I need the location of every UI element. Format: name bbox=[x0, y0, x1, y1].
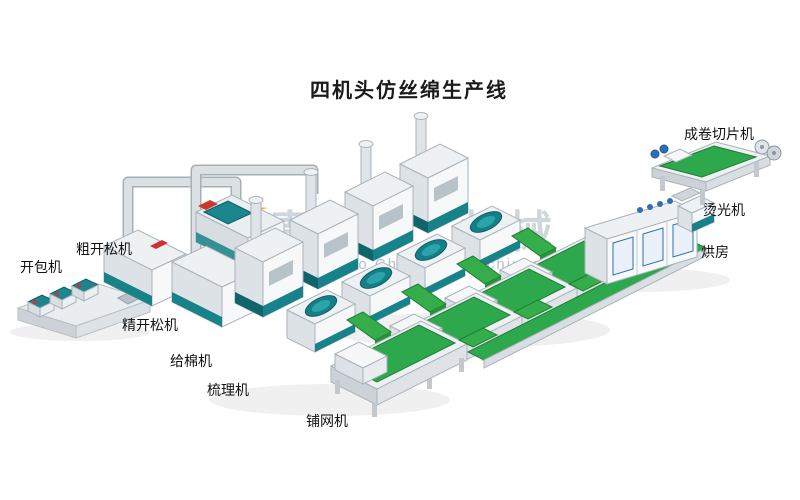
label-drying-oven: 烘房 bbox=[701, 244, 729, 260]
coarse-opener-machine bbox=[102, 229, 188, 307]
label-fine-opener: 精开松机 bbox=[122, 317, 178, 333]
label-roll-slitting-machine: 成卷切片机 bbox=[684, 126, 754, 142]
roll-slitting-machine bbox=[650, 139, 782, 205]
label-cross-lapper: 铺网机 bbox=[306, 413, 348, 429]
label-coarse-opener: 粗开松机 bbox=[76, 241, 132, 257]
label-carding-machine: 梳理机 bbox=[207, 382, 249, 398]
label-cotton-feeder: 给棉机 bbox=[170, 353, 212, 369]
drying-oven-machine bbox=[583, 198, 699, 285]
page-title: 四机头仿丝绵生产线 bbox=[310, 80, 508, 102]
label-bale-opener: 开包机 bbox=[20, 259, 62, 275]
label-calender: 烫光机 bbox=[703, 202, 745, 218]
